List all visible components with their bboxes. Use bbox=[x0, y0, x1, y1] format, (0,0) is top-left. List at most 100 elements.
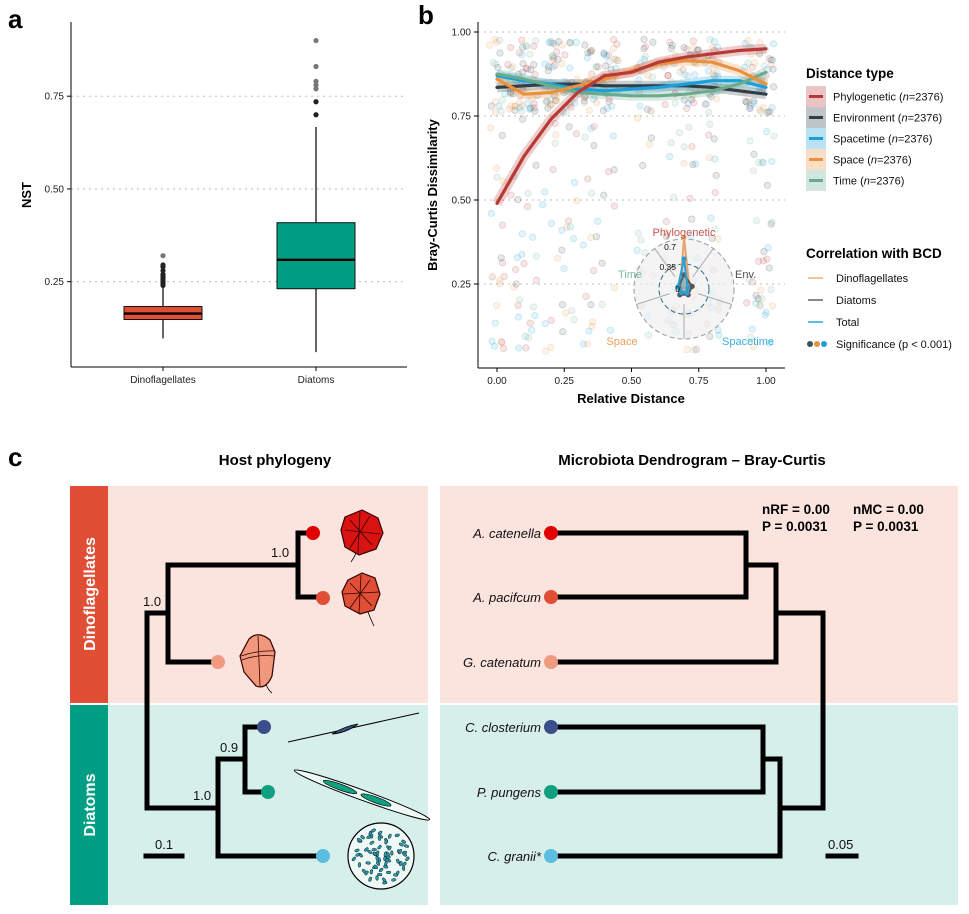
b-point bbox=[754, 158, 763, 167]
b-point bbox=[547, 316, 555, 324]
microbiota-dendrogram-title: Microbiota Dendrogram – Bray-Curtis bbox=[558, 452, 826, 469]
b-point bbox=[587, 234, 595, 242]
b-point bbox=[551, 61, 559, 69]
b-point bbox=[491, 35, 499, 44]
b-point bbox=[749, 278, 757, 286]
b-point bbox=[492, 164, 500, 172]
b-point bbox=[752, 291, 760, 300]
b-point bbox=[589, 318, 597, 326]
b-point bbox=[548, 100, 556, 108]
b-point bbox=[583, 340, 592, 348]
b-point bbox=[756, 301, 764, 309]
b-point bbox=[766, 108, 774, 116]
a-outlier bbox=[160, 253, 166, 259]
mb-label-g-catenatum: G. catenatum bbox=[463, 655, 541, 670]
b-point bbox=[587, 301, 595, 309]
b-point bbox=[742, 97, 750, 105]
b-point bbox=[636, 59, 644, 67]
b-point bbox=[705, 108, 713, 116]
b-point bbox=[757, 286, 765, 294]
b-point bbox=[686, 194, 694, 203]
b-point bbox=[759, 257, 767, 265]
b-smooth-line-phylogenetic bbox=[495, 47, 768, 205]
b-point bbox=[572, 197, 581, 205]
b-point bbox=[713, 69, 721, 77]
b-point bbox=[611, 55, 619, 63]
b-point bbox=[564, 217, 573, 225]
b-point bbox=[516, 104, 524, 112]
b-point bbox=[670, 193, 678, 201]
b-point bbox=[676, 68, 684, 76]
radar-axis-label: Env. bbox=[735, 269, 756, 281]
b-point bbox=[526, 104, 534, 113]
a-box bbox=[276, 222, 356, 290]
b-point bbox=[707, 214, 715, 222]
chloroplast bbox=[384, 857, 390, 863]
b-point bbox=[763, 255, 771, 263]
b-point bbox=[521, 332, 530, 341]
b-point bbox=[662, 217, 671, 226]
b-point bbox=[560, 264, 568, 273]
b-point bbox=[613, 57, 621, 65]
b-point bbox=[712, 171, 720, 180]
b-point bbox=[680, 96, 688, 104]
b-point bbox=[507, 102, 515, 110]
b-point bbox=[665, 152, 674, 161]
chloroplast bbox=[375, 861, 380, 866]
b-point bbox=[612, 64, 620, 72]
radar-tick-label: 0.7 bbox=[664, 242, 676, 252]
a-pacificum-illustration bbox=[341, 572, 381, 627]
b-point bbox=[759, 159, 767, 167]
b-point bbox=[641, 53, 649, 61]
b-point bbox=[715, 331, 723, 339]
b-point bbox=[498, 131, 506, 140]
b-point bbox=[532, 161, 540, 169]
mb-label-c-closterium: C. closterium bbox=[465, 720, 541, 735]
b-point bbox=[610, 166, 618, 174]
b-point bbox=[600, 191, 608, 199]
b-point bbox=[552, 41, 560, 49]
p-pungens-illustration bbox=[293, 769, 431, 821]
right-diatom-bg bbox=[440, 705, 958, 905]
b-point bbox=[553, 97, 561, 105]
b-point bbox=[756, 302, 764, 310]
b-point bbox=[511, 102, 519, 111]
b-point bbox=[553, 93, 561, 101]
b-point bbox=[519, 115, 527, 123]
b-point bbox=[548, 52, 557, 61]
b-point bbox=[666, 38, 674, 47]
b-point bbox=[579, 241, 587, 249]
b-point bbox=[487, 102, 495, 110]
chloroplast bbox=[364, 847, 369, 852]
mb-label-c-granii: C. granii* bbox=[488, 849, 542, 864]
b-point bbox=[585, 327, 593, 335]
b-point bbox=[507, 64, 515, 72]
sig-dot-1 bbox=[807, 341, 813, 347]
b-point bbox=[634, 229, 642, 237]
b-point bbox=[548, 56, 556, 64]
b-point bbox=[711, 225, 719, 233]
chloroplast bbox=[368, 876, 372, 882]
b-point bbox=[566, 38, 574, 47]
legend2-label: Total bbox=[836, 317, 859, 329]
b-point bbox=[706, 332, 714, 340]
b-point bbox=[661, 100, 669, 109]
b-point bbox=[530, 104, 538, 112]
b-point bbox=[507, 43, 515, 52]
b-point bbox=[707, 93, 715, 101]
b-point bbox=[527, 104, 535, 112]
a-outlier bbox=[160, 262, 166, 268]
b-y-label: Bray-Curtis Dissimilarity bbox=[425, 118, 440, 270]
b-point bbox=[509, 63, 517, 71]
legend2-significance: Significance (p < 0.001) bbox=[836, 339, 952, 351]
b-point bbox=[581, 133, 589, 141]
b-point bbox=[530, 42, 538, 50]
b-xtick-label: 0.75 bbox=[689, 376, 709, 387]
a-catenella-illustration bbox=[340, 509, 384, 563]
b-point bbox=[515, 344, 523, 352]
a-outlier bbox=[313, 99, 319, 105]
b-point bbox=[609, 132, 617, 140]
b-point bbox=[605, 57, 613, 66]
b-point bbox=[526, 50, 534, 58]
b-point bbox=[667, 139, 675, 147]
